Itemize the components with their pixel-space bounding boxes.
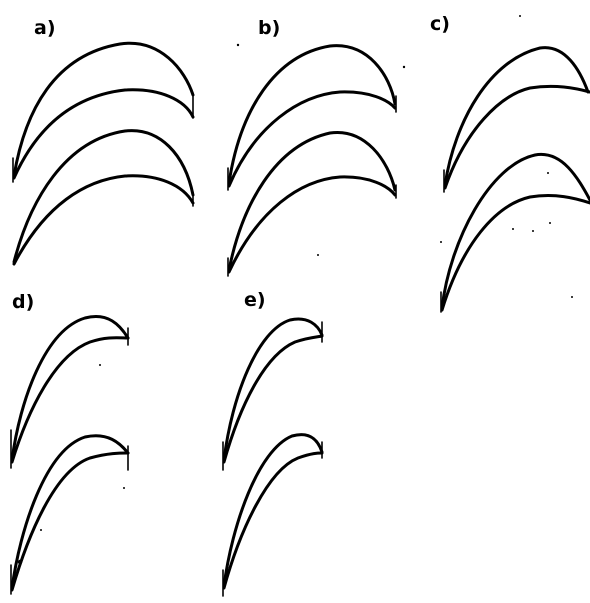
panel-e-upper-suction-surface [222, 317, 324, 462]
panel-d-lower-pressure-surface [10, 451, 130, 592]
panel-d-blade-upper [10, 315, 130, 469]
speck [532, 230, 534, 232]
speck [571, 296, 573, 298]
panel-b-upper-pressure-surface [227, 90, 397, 188]
panel-b-lower-pressure-surface [227, 175, 397, 274]
panel-b-blade-lower [227, 131, 397, 277]
panel-e-blade-upper [222, 317, 324, 471]
panel-c-lower-pressure-surface [440, 194, 590, 312]
panel-d-lower-suction-surface [10, 434, 130, 590]
panel-e-label: e) [244, 289, 266, 311]
speck [17, 559, 23, 565]
panel-e-blade-lower [222, 433, 324, 597]
panel-c-blade-upper [443, 46, 590, 193]
panel-e-lower-suction-surface [222, 433, 324, 588]
panel-d-upper-suction-surface [10, 315, 130, 462]
panel-b-label: b) [258, 17, 280, 39]
panel-a-blade-lower [12, 129, 195, 266]
panel-d-label: d) [12, 291, 34, 313]
panel-c: c) [430, 13, 590, 313]
panel-b-lower-suction-surface [227, 131, 397, 272]
speck [123, 487, 125, 489]
panel-c-lower-suction-surface [440, 152, 590, 310]
panel-a-lower-suction-surface [12, 129, 195, 264]
speck [99, 364, 101, 366]
panel-e-lower-pressure-surface [222, 451, 324, 590]
speck [512, 228, 514, 230]
panel-b-upper-suction-surface [227, 44, 397, 185]
panel-e-upper-pressure-surface [222, 334, 324, 464]
speck [317, 254, 319, 256]
panel-b: b) [227, 17, 397, 277]
speck [440, 241, 442, 243]
panel-c-blade-lower [440, 152, 590, 313]
panel-d-blade-lower [10, 434, 130, 595]
panel-c-upper-suction-surface [443, 46, 590, 187]
speck [549, 222, 551, 224]
panel-a: a) [12, 17, 195, 266]
speck [402, 65, 406, 69]
panel-c-label: c) [430, 13, 450, 35]
speck [547, 172, 549, 174]
speck [519, 15, 521, 17]
scan-specks [17, 15, 573, 565]
panel-a-upper-suction-surface [12, 41, 195, 178]
panel-a-label: a) [34, 17, 56, 39]
speck [236, 43, 240, 47]
panel-d: d) [10, 291, 130, 595]
panel-a-upper-pressure-surface [12, 88, 195, 180]
panel-a-blade-upper [12, 41, 195, 183]
speck [40, 529, 42, 531]
panel-b-blade-upper [227, 44, 397, 191]
panel-e: e) [222, 289, 324, 597]
panel-d-upper-pressure-surface [10, 336, 130, 464]
panel-c-upper-pressure-surface [443, 84, 590, 190]
panel-a-lower-pressure-surface [12, 174, 195, 266]
